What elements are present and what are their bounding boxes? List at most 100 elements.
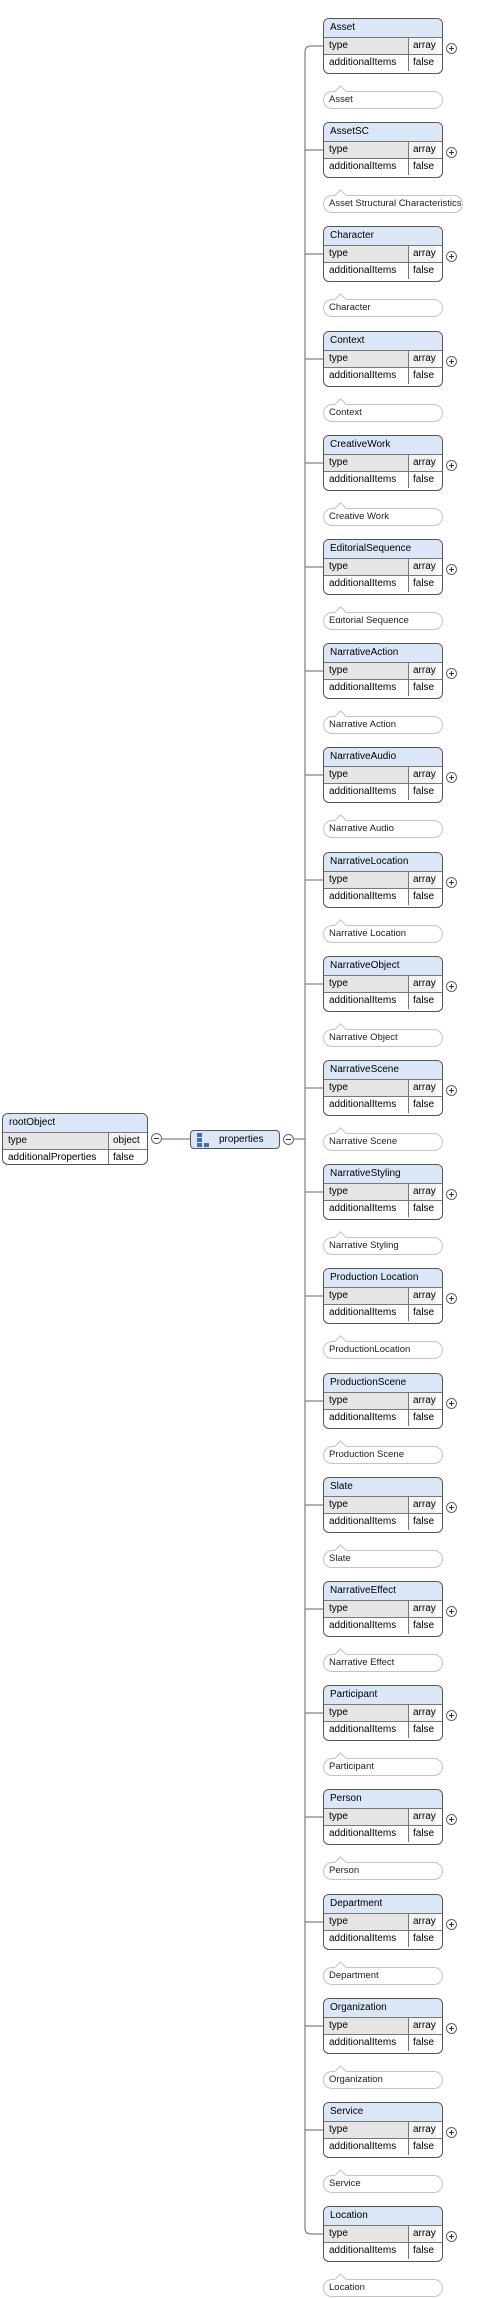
item-description: Asset	[323, 91, 443, 109]
item-additional-items-value: false	[413, 1099, 435, 1110]
item-type-key: type	[324, 142, 409, 158]
expand-icon[interactable]	[446, 772, 457, 783]
connector-trunk	[304, 1139, 323, 2235]
root-type-key: type	[3, 1133, 109, 1149]
item-type-value: array	[409, 663, 436, 679]
item-type-value: array	[409, 1288, 436, 1304]
item-additional-items-value: false	[413, 57, 435, 68]
expand-icon[interactable]	[446, 564, 457, 575]
root-object-title: rootObject	[3, 1114, 147, 1133]
expand-icon[interactable]	[446, 877, 457, 888]
properties-node[interactable]: properties	[190, 1130, 280, 1149]
item-description: Slate	[323, 1550, 443, 1568]
item-title: Service	[324, 2103, 442, 2122]
expand-icon[interactable]	[446, 2231, 457, 2242]
properties-collapse-icon[interactable]	[283, 1134, 294, 1145]
expand-icon[interactable]	[446, 1710, 457, 1721]
item-description: Asset Structural Characteristics	[323, 195, 463, 213]
item-type-value: array	[409, 1497, 436, 1513]
item-title: CreativeWork	[324, 436, 442, 455]
expand-icon[interactable]	[446, 43, 457, 54]
item-type-value: array	[409, 767, 436, 783]
item-type-key: type	[324, 559, 409, 575]
expand-icon[interactable]	[446, 356, 457, 367]
expand-icon[interactable]	[446, 981, 457, 992]
expand-icon[interactable]	[446, 1814, 457, 1825]
expand-icon[interactable]	[446, 1606, 457, 1617]
item-type-value: array	[409, 38, 436, 54]
item-title: Location	[324, 2207, 442, 2226]
item-type-key: type	[324, 1288, 409, 1304]
item-type-value: array	[409, 246, 436, 262]
expand-icon[interactable]	[446, 147, 457, 158]
item-description: Creative Work	[323, 508, 443, 526]
item-additional-items-value: false	[413, 1203, 435, 1214]
expand-icon[interactable]	[446, 460, 457, 471]
item-additional-items-key: additionalItems	[324, 2243, 409, 2259]
item-type-value: array	[409, 872, 436, 888]
item-additional-items-key: additionalItems	[324, 1201, 409, 1217]
expand-icon[interactable]	[446, 2023, 457, 2034]
root-object-box[interactable]: rootObject type object additionalPropert…	[2, 1113, 148, 1165]
expand-icon[interactable]	[446, 1919, 457, 1930]
item-additional-items-key: additionalItems	[324, 472, 409, 488]
expand-icon[interactable]	[446, 1085, 457, 1096]
item-type-key: type	[324, 767, 409, 783]
item-additional-items-value: false	[413, 370, 435, 381]
item-description: Participant	[323, 1758, 443, 1776]
item-type-value: array	[409, 559, 436, 575]
item-description: Department	[323, 1967, 443, 1985]
item-title: ProductionScene	[324, 1374, 442, 1393]
expand-icon[interactable]	[446, 668, 457, 679]
item-additional-items-value: false	[413, 891, 435, 902]
expand-icon[interactable]	[446, 1398, 457, 1409]
item-title: Character	[324, 227, 442, 246]
root-collapse-icon[interactable]	[151, 1133, 162, 1144]
expand-icon[interactable]	[446, 1293, 457, 1304]
item-type-key: type	[324, 663, 409, 679]
item-additional-items-key: additionalItems	[324, 1305, 409, 1321]
item-description: Narrative Location	[323, 925, 443, 943]
expand-icon[interactable]	[446, 1502, 457, 1513]
item-additional-items-key: additionalItems	[324, 1514, 409, 1530]
expand-icon[interactable]	[446, 2127, 457, 2138]
expand-icon[interactable]	[446, 251, 457, 262]
item-additional-items-key: additionalItems	[324, 159, 409, 175]
expand-icon[interactable]	[446, 1189, 457, 1200]
item-additional-items-key: additionalItems	[324, 576, 409, 592]
